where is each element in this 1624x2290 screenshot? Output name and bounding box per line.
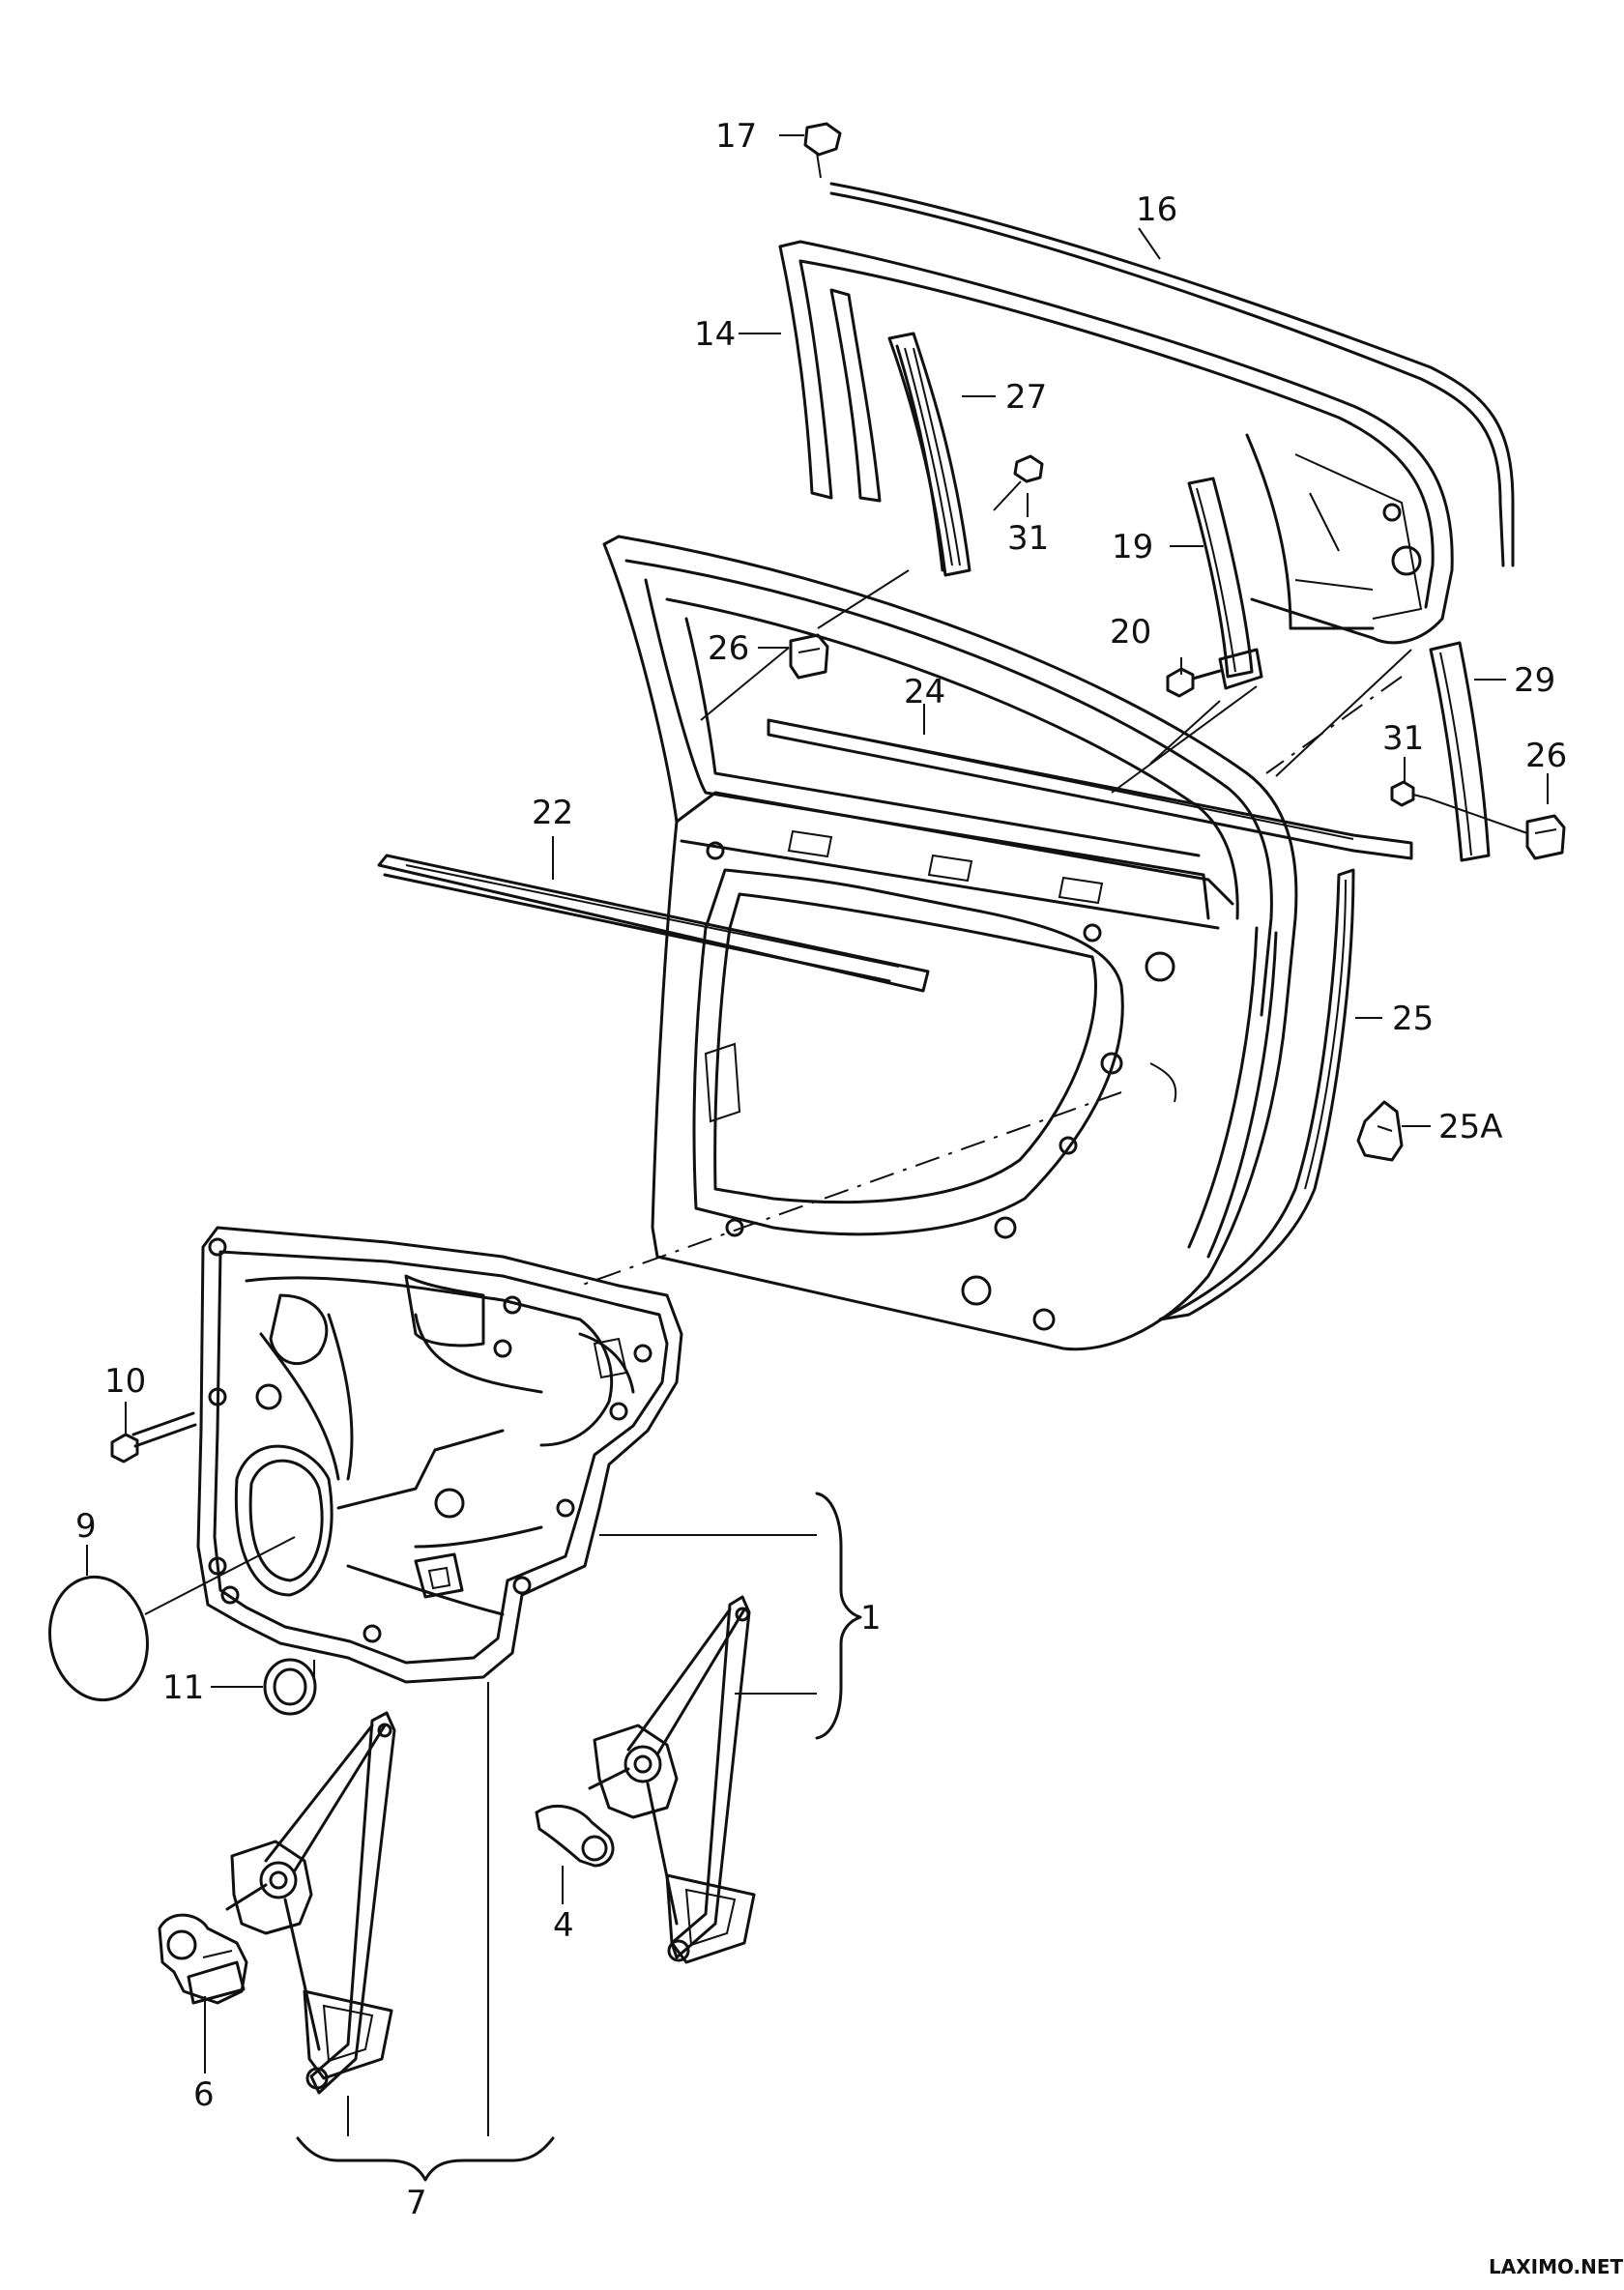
callout-19: 19 <box>1112 528 1153 566</box>
part-26-clip-upper[interactable] <box>789 633 829 680</box>
callout-20: 20 <box>1110 613 1151 652</box>
callout-31-lower: 31 <box>1382 719 1424 758</box>
leader-lines <box>86 134 1549 2136</box>
assembly-carrier-panel[interactable] <box>196 1226 683 1684</box>
callout-1: 1 <box>860 1599 882 1638</box>
part-25-rear-seal[interactable] <box>1158 868 1355 1321</box>
part-10-bolt[interactable] <box>110 1411 197 1464</box>
part-19-division-bar[interactable] <box>1187 477 1254 679</box>
window-regulator-right[interactable] <box>588 1595 756 1964</box>
callout-17: 17 <box>715 117 757 156</box>
part-14-window-frame[interactable] <box>778 240 1454 645</box>
part-16-roof-seal[interactable] <box>829 182 1515 567</box>
part-11-grommet[interactable] <box>263 1658 317 1716</box>
callout-24: 24 <box>904 673 945 711</box>
window-regulator-left[interactable] <box>225 1711 396 2095</box>
part-9-cover[interactable] <box>41 1569 158 1707</box>
callout-16: 16 <box>1136 190 1177 229</box>
part-26-clip-lower[interactable] <box>1525 814 1566 860</box>
callout-labels: 17 16 14 27 31 19 26 20 24 29 31 26 22 2… <box>75 117 1567 2222</box>
callout-14: 14 <box>694 315 736 354</box>
watermark: LAXIMO.NET <box>1489 2255 1624 2278</box>
part-25a-clip[interactable] <box>1356 1100 1404 1162</box>
part-17-clip[interactable] <box>803 122 842 179</box>
callout-22: 22 <box>532 794 573 832</box>
bracket-part-1 <box>815 1492 862 1740</box>
part-31-screw-upper[interactable] <box>993 454 1044 511</box>
callout-27: 27 <box>1005 378 1047 417</box>
callout-26-upper: 26 <box>708 629 749 668</box>
door-shell[interactable] <box>602 535 1298 1351</box>
callout-25a: 25A <box>1438 1108 1503 1146</box>
callout-10: 10 <box>104 1362 146 1401</box>
callout-29: 29 <box>1514 661 1555 700</box>
part-27-channel[interactable] <box>887 332 972 577</box>
part-4-crank-handle[interactable] <box>535 1804 615 1868</box>
part-31-screw-lower[interactable] <box>1390 780 1430 807</box>
part-6-motor[interactable] <box>158 1913 248 2005</box>
callout-6: 6 <box>193 2075 215 2114</box>
callout-25: 25 <box>1392 1000 1434 1038</box>
part-29-rear-channel[interactable] <box>1429 641 1491 862</box>
callout-4: 4 <box>553 1906 574 1945</box>
callout-7: 7 <box>406 2184 427 2222</box>
callout-31-upper: 31 <box>1007 519 1049 558</box>
bracket-part-7 <box>296 2136 555 2182</box>
part-24-inner-strip[interactable] <box>767 718 1413 860</box>
callout-26-lower: 26 <box>1525 737 1567 775</box>
callout-11: 11 <box>162 1668 204 1707</box>
part-22-outer-strip[interactable] <box>377 854 930 993</box>
callout-9: 9 <box>75 1507 97 1546</box>
